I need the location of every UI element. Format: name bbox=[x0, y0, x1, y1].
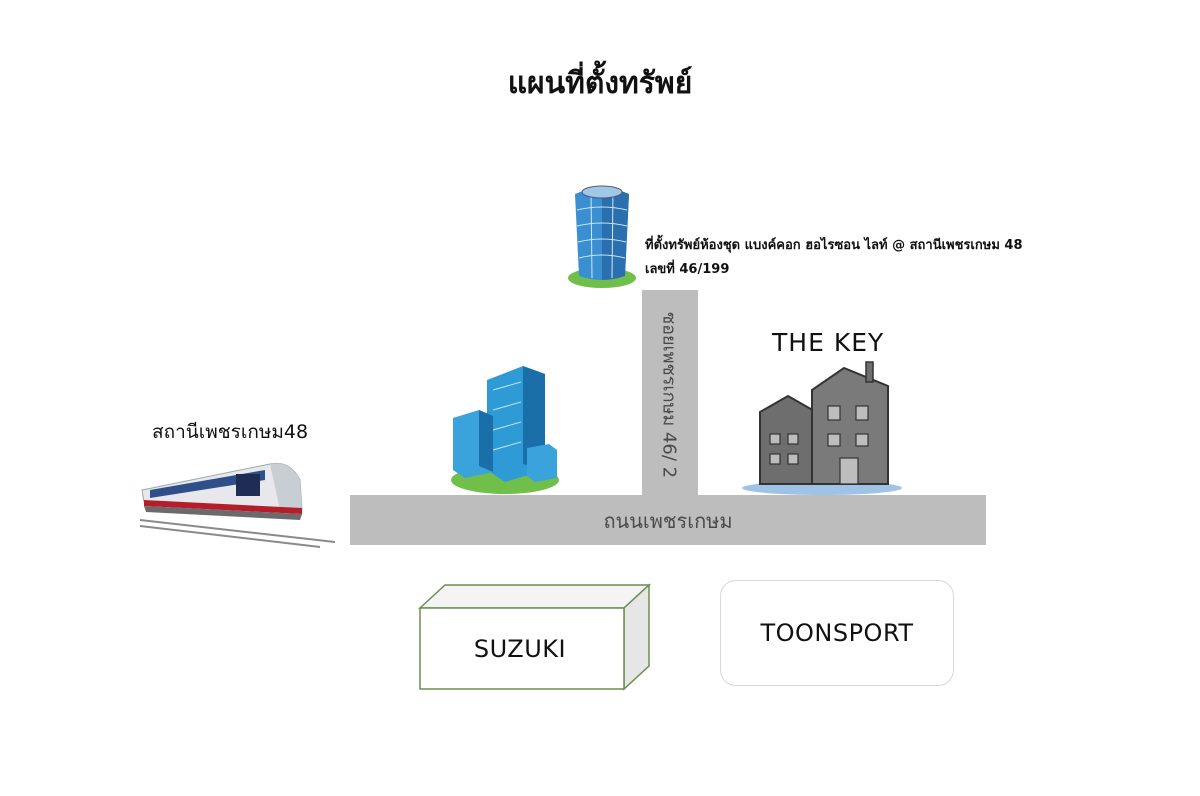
suzuki-label: SUZUKI bbox=[473, 635, 567, 663]
suzuki-building-shape bbox=[418, 583, 651, 691]
map-title: แผนที่ตั้งทรัพย์ bbox=[507, 66, 693, 101]
office-buildings-icon bbox=[451, 366, 559, 494]
property-location-name: ที่ตั้งทรัพย์ห้องชุด แบงค์คอก ฮอไรซอน ไล… bbox=[645, 238, 1023, 253]
property-address-number: เลขที่ 46/199 bbox=[645, 262, 730, 277]
house-icon bbox=[742, 361, 902, 495]
station-label: สถานีเพชรเกษม48 bbox=[152, 421, 309, 443]
property-location-label: ที่ตั้งทรัพย์ห้องชุด แบงค์คอก ฮอไรซอน ไล… bbox=[645, 234, 1023, 282]
toonsport-box: TOONSPORT bbox=[720, 580, 954, 686]
train-icon bbox=[140, 462, 336, 548]
main-road-label: ถนนเพชรเกษม bbox=[603, 509, 733, 533]
tower-building-icon bbox=[568, 185, 636, 288]
the-key-label: THE KEY bbox=[772, 328, 885, 357]
main-road bbox=[350, 495, 986, 545]
soi-road bbox=[642, 290, 698, 500]
toonsport-label: TOONSPORT bbox=[760, 619, 914, 647]
soi-road-label: ซอยเพชรเกษม 46/ 2 bbox=[658, 311, 680, 479]
